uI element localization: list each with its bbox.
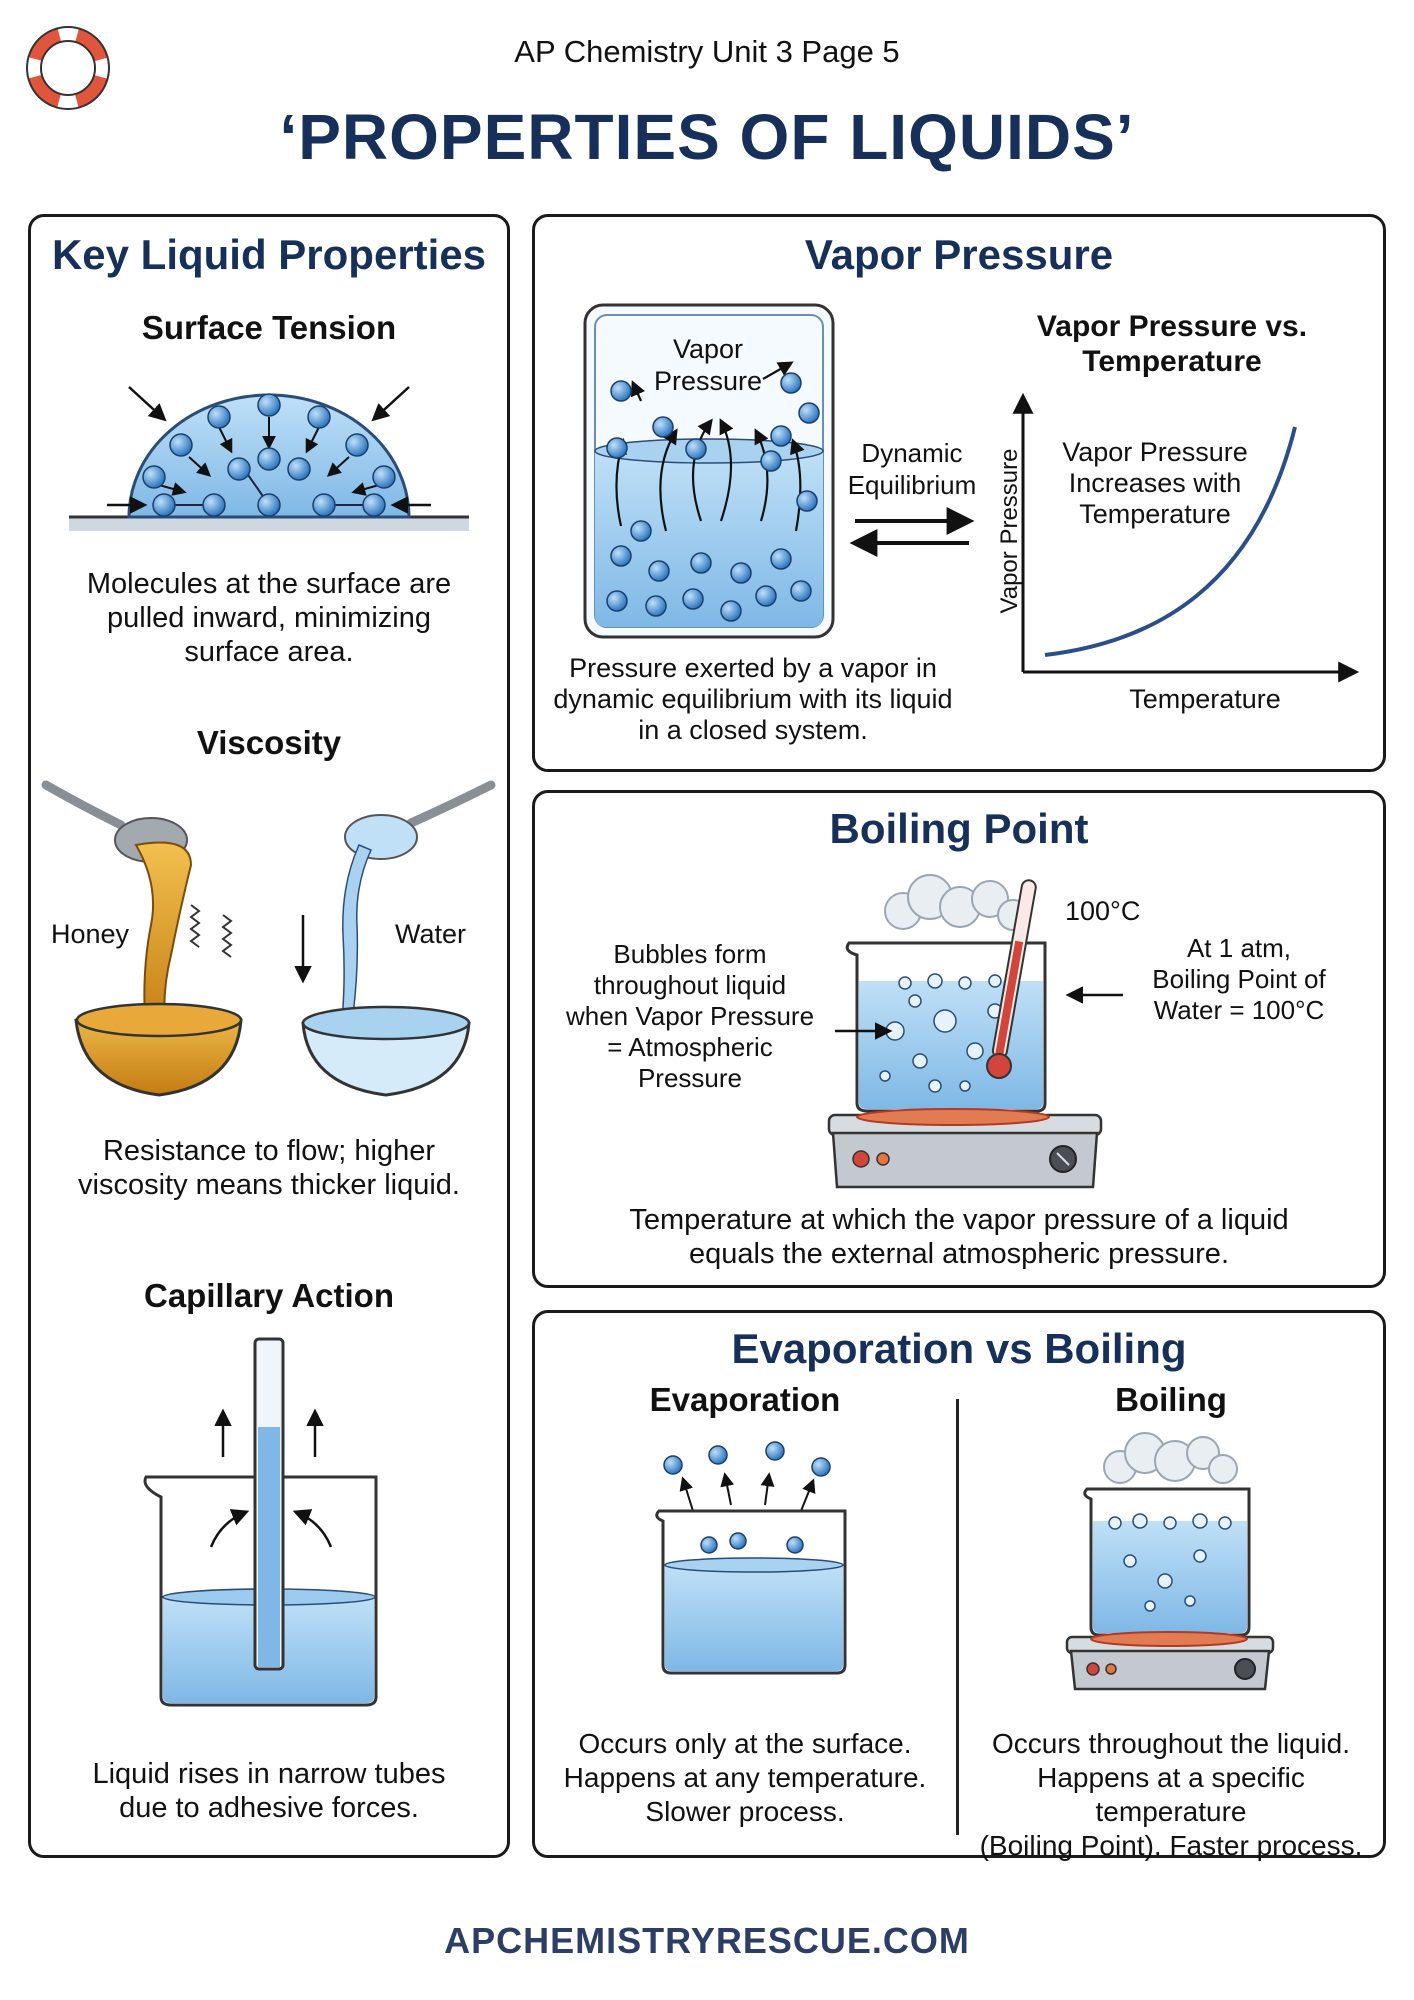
graph-title: Vapor Pressure vs. Temperature xyxy=(1036,310,1308,378)
surface-tension-description: Molecules at the surface are pulled inwa… xyxy=(86,568,452,668)
boiling-description: Occurs throughout the liquid. Happens at… xyxy=(979,1728,1363,1861)
equilibrium-arrows xyxy=(849,507,975,557)
thermometer-label: 100°C xyxy=(1065,896,1141,926)
capillary-action-title: Capillary Action xyxy=(144,1277,394,1314)
capillary-beaker-illustration xyxy=(143,1337,378,1707)
water-label: Water xyxy=(395,919,467,949)
viscosity-title: Viscosity xyxy=(196,724,342,761)
vapor-pressure-title: Vapor Pressure xyxy=(804,231,1114,278)
boiling-point-title: Boiling Point xyxy=(829,805,1089,852)
page-title: ‘PROPERTIES OF LIQUIDS’ xyxy=(279,101,1135,173)
footer-site-link[interactable]: APCHEMISTRYRESCUE.COM xyxy=(444,1920,970,1961)
container-vapor-pressure-label: Vapor Pressure xyxy=(653,334,763,396)
column-divider xyxy=(956,1399,959,1835)
graph-annotation: Vapor Pressure Increases with Temperatur… xyxy=(1062,437,1248,529)
page-subtitle: AP Chemistry Unit 3 Page 5 xyxy=(514,34,900,69)
key-properties-title: Key Liquid Properties xyxy=(51,231,487,278)
boiling-beaker-hotplate-illustration xyxy=(827,874,1103,1189)
boiling-point-water-label: At 1 atm, Boiling Point of Water = 100°C xyxy=(1152,933,1326,1025)
evaporation-description: Occurs only at the surface. Happens at a… xyxy=(563,1728,927,1827)
closed-container-diagram xyxy=(583,303,835,639)
graph-ylabel: Vapor Pressure xyxy=(996,448,1023,614)
vapor-pressure-temperature-graph xyxy=(1012,392,1360,683)
graph-xlabel: Temperature xyxy=(1129,684,1281,714)
viscosity-description: Resistance to flow; higher viscosity mea… xyxy=(78,1135,460,1201)
boiling-title: Boiling xyxy=(1115,1381,1227,1418)
surface-tension-title: Surface Tension xyxy=(141,309,397,346)
evaporation-vs-boiling-panel: Evaporation vs Boiling Evaporation Occur… xyxy=(532,1310,1386,1861)
life-ring-icon xyxy=(26,26,110,110)
honey-label: Honey xyxy=(51,919,130,949)
key-properties-panel: Key Liquid Properties Surface Tension xyxy=(28,214,510,1858)
bubbles-form-label: Bubbles form throughout liquid when Vapo… xyxy=(565,939,815,1093)
evaporation-vs-boiling-title: Evaporation vs Boiling xyxy=(731,1325,1187,1372)
boiling-beaker-illustration xyxy=(1065,1432,1275,1691)
boiling-point-description: Temperature at which the vapor pressure … xyxy=(629,1204,1289,1270)
evaporation-beaker-illustration xyxy=(655,1441,847,1675)
vapor-pressure-curve xyxy=(1044,426,1297,657)
vapor-pressure-description: Pressure exerted by a vapor in dynamic e… xyxy=(553,653,953,745)
boiling-point-panel: Boiling Point 100°C Bubbles form through… xyxy=(532,790,1386,1288)
capillary-description: Liquid rises in narrow tubes due to adhe… xyxy=(92,1758,446,1824)
viscosity-honey-water-illustration xyxy=(41,780,496,1097)
surface-tension-droplet-diagram xyxy=(69,386,469,531)
dynamic-equilibrium-label: Dynamic Equilibrium xyxy=(847,438,977,500)
evaporation-title: Evaporation xyxy=(649,1381,841,1418)
bubbles-arrow xyxy=(835,1022,893,1040)
vapor-pressure-panel: Vapor Pressure Vapor Pressure xyxy=(532,214,1386,772)
boiling-point-arrow xyxy=(1065,986,1123,1004)
